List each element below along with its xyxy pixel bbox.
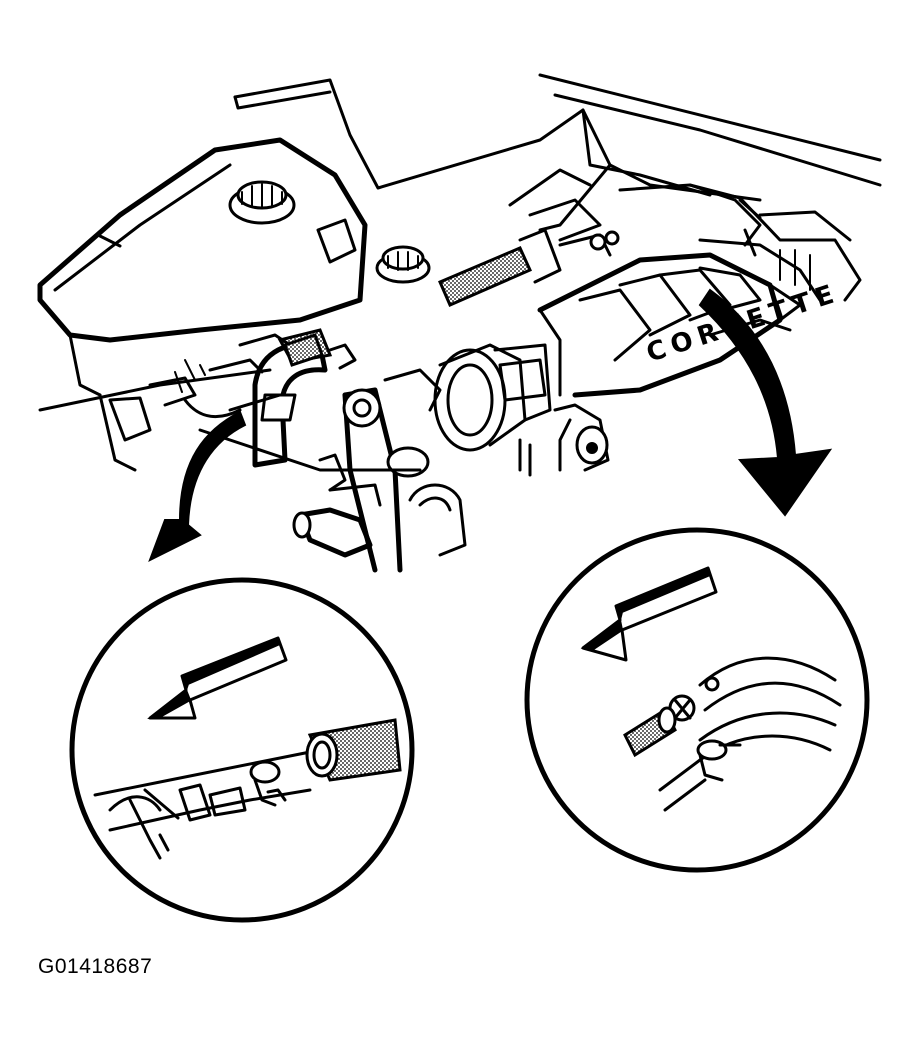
engine-overview: CORVETTE [37, 73, 882, 573]
right-callout-arrow [698, 288, 833, 517]
left-detail [69, 577, 415, 923]
figure-id-label: G01418687 [38, 955, 153, 978]
left-callout-arrow [148, 410, 247, 563]
right-detail [524, 527, 870, 873]
